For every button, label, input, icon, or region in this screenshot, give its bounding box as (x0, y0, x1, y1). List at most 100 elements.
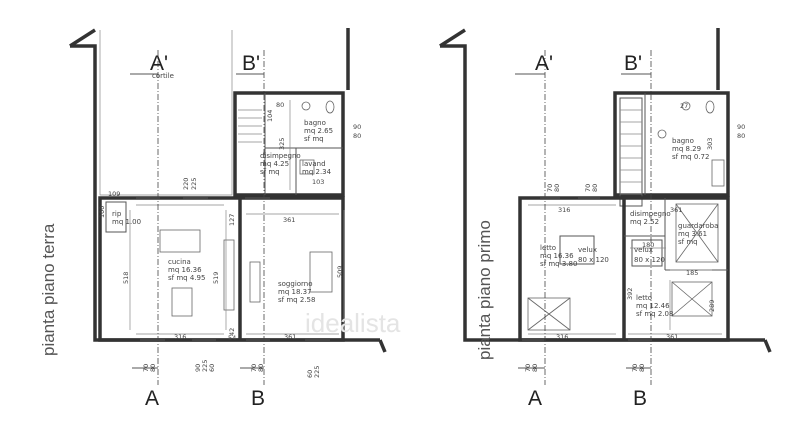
room-label-letto-2: letto (636, 294, 652, 302)
room-size-velux-2: 80 x 120 (634, 256, 665, 264)
plan-first-floor (439, 28, 772, 385)
stairs-ground (238, 109, 262, 143)
dim-label: 42 (228, 328, 236, 336)
dim-label: 80 (353, 132, 361, 140)
toilet-icon (705, 100, 715, 114)
dim-label: 519 (212, 272, 220, 284)
room-label-guardaroba: guardaroba (678, 222, 718, 230)
room-area-cucina: mq 16.36 (168, 266, 202, 274)
dim-label: 316 (556, 333, 568, 341)
dim-label: 225 (201, 360, 209, 372)
dim-label: 90 (737, 123, 745, 131)
dim-label: 325 (278, 138, 286, 150)
dim-label: 70 (142, 364, 150, 372)
tv-unit-icon (249, 261, 261, 303)
dim-label: 180 (642, 241, 654, 249)
dim-label: 361 (283, 216, 295, 224)
dim-label: 80 (591, 184, 599, 192)
dim-label: 60 (208, 364, 216, 372)
section-label-a-top: A' (150, 52, 168, 75)
room-area-guardaroba: mq 3.61 (678, 230, 707, 238)
dim-label: 289 (708, 300, 716, 312)
dim-label: 70 (546, 184, 554, 192)
section-label-b-bottom: B (633, 387, 647, 410)
dim-label: 100 (98, 206, 106, 218)
dim-label: 70 (631, 364, 639, 372)
dim-label: 303 (706, 138, 714, 150)
dim-label: 70 (250, 364, 258, 372)
room-label-disimpegno: disimpegno (260, 152, 301, 160)
section-label-a-bottom: A (528, 387, 542, 410)
dim-label: 104 (266, 110, 274, 122)
kitchen-island-icon (159, 229, 201, 253)
room-label-bagno: bagno (304, 119, 326, 127)
dim-label: 80 (276, 101, 284, 109)
section-label-a-bottom: A (145, 387, 159, 410)
room-label-velux-1: velux (578, 246, 597, 254)
bed-icon (527, 297, 571, 331)
room-label-velux-2: velux (634, 246, 653, 254)
room-area-lavand: mq 2.34 (302, 168, 332, 176)
dim-label: 27 (680, 102, 688, 110)
dim-label: 109 (108, 190, 120, 198)
dim-label: 80 (257, 364, 265, 372)
room-size-velux-1: 80 x 120 (578, 256, 609, 264)
plan-title: pianta piano terra (39, 223, 58, 356)
dim-label: 220 (182, 178, 190, 190)
room-sf-letto-1: sf mq 3.80 (540, 260, 577, 268)
room-sf-bagno: sf mq (304, 135, 324, 143)
wardrobe-icon (675, 203, 719, 263)
section-label-b-top: B' (242, 52, 260, 75)
dining-table-icon (171, 287, 193, 317)
dim-label: 316 (558, 206, 570, 214)
plan-ground-floor (69, 28, 387, 385)
velux-window-icon (631, 239, 663, 267)
room-label-cortile: cortile (152, 72, 174, 80)
shower-icon (711, 159, 725, 187)
counter-icon (223, 239, 235, 311)
sink-icon (681, 101, 691, 111)
dim-label: 70 (584, 184, 592, 192)
dim-label: 90 (194, 364, 202, 372)
dim-label: 518 (122, 272, 130, 284)
dim-label: 127 (228, 214, 236, 226)
dim-label: 60 (306, 370, 314, 378)
dim-label: 225 (313, 366, 321, 378)
room-area-disimpegno: mq 2.52 (630, 218, 659, 226)
watermark: idealista (305, 308, 401, 338)
section-label-b-bottom: B (251, 387, 265, 410)
plan-title: pianta piano primo (475, 220, 494, 360)
dim-label: 316 (174, 333, 186, 341)
dim-label: 80 (531, 364, 539, 372)
sink-icon (301, 101, 311, 111)
room-label-lavand: lavand (302, 160, 326, 168)
dim-label: 509 (336, 266, 344, 278)
dim-label: 80 (553, 184, 561, 192)
dim-label: 70 (524, 364, 532, 372)
room-area-soggiorno: mq 18.37 (278, 288, 312, 296)
section-label-a-top: A' (535, 52, 553, 75)
dim-label: 80 (737, 132, 745, 140)
section-label-b-top: B' (624, 52, 642, 75)
washer-icon (299, 159, 315, 175)
room-sf-cucina: sf mq 4.95 (168, 274, 205, 282)
sofa-icon (309, 251, 333, 293)
dim-label: 80 (638, 364, 646, 372)
room-label-letto-1: letto (540, 244, 556, 252)
dim-label: 185 (686, 269, 698, 277)
dim-label: 90 (353, 123, 361, 131)
room-label-cucina: cucina (168, 258, 191, 266)
room-area-bagno: mq 2.65 (304, 127, 333, 135)
room-area-rip: mq 1.00 (112, 218, 141, 226)
dim-label: 392 (626, 288, 634, 300)
sink-icon (657, 129, 667, 139)
dim-label: 54 (228, 334, 236, 342)
room-sf-bagno: sf mq 0.72 (672, 153, 709, 161)
room-sf-guardaroba: sf mq (678, 238, 698, 246)
room-area-letto-1: mq 16.36 (540, 252, 574, 260)
dim-label: 361 (666, 333, 678, 341)
velux-window-icon (559, 235, 595, 265)
dim-label: 225 (190, 178, 198, 190)
dim-label: 103 (312, 178, 324, 186)
